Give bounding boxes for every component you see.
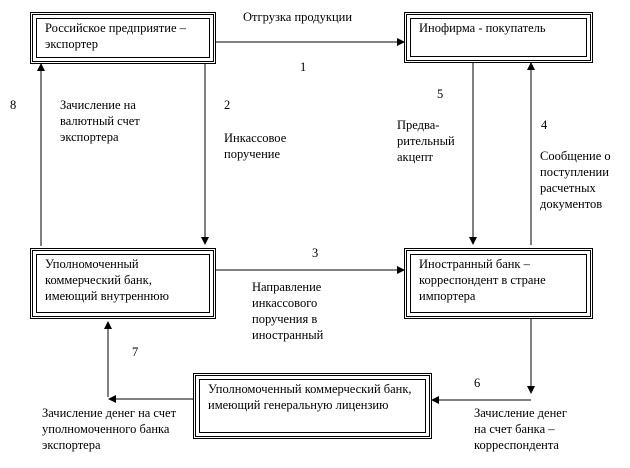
step-3-number: 3 <box>312 246 319 260</box>
box-label: Инофирма - покупатель <box>419 21 546 35</box>
step-6-label: Зачисление денег на счет банка – корресп… <box>474 406 567 452</box>
box-label: Уполномоченный коммерческий банк, имеющи… <box>208 382 412 412</box>
box-auth-bank-internal: Уполномоченный коммерческий банк, имеющи… <box>30 248 216 319</box>
step-3-label: Направление инкассового поручения в инос… <box>252 280 324 342</box>
step-2-label: Инкассовое поручение <box>224 131 287 161</box>
step-8-label: Зачисление на валютный счет экспортера <box>60 98 140 144</box>
box-label: Уполномоченный коммерческий банк, имеющи… <box>45 257 169 310</box>
step-8-number: 8 <box>10 98 17 112</box>
step-1-label: Отгрузка продукции <box>243 10 353 24</box>
box-foreign-bank: Иностранный банк – корреспондент в стран… <box>404 248 593 319</box>
box-label: Российское предприятие – экспортер <box>45 21 186 51</box>
step-4-number: 4 <box>541 118 548 132</box>
box-auth-bank-general: Уполномоченный коммерческий банк, имеющи… <box>193 373 432 439</box>
box-label: Иностранный банк – корреспондент в стран… <box>419 257 546 303</box>
step-7-number: 7 <box>132 345 139 359</box>
box-buyer: Инофирма - покупатель <box>404 12 593 63</box>
step-5-number: 5 <box>437 87 444 101</box>
step-2-number: 2 <box>224 98 231 112</box>
step-6-number: 6 <box>474 376 481 390</box>
step-4-label: Сообщение о поступлении расчетных докуме… <box>540 149 611 211</box>
step-1-number: 1 <box>300 60 307 74</box>
step-5-label: Предва-рительный акцепт <box>397 118 455 164</box>
step-7-label: Зачисление денег на счет уполномоченного… <box>42 406 177 452</box>
box-exporter: Российское предприятие – экспортер <box>30 12 216 64</box>
